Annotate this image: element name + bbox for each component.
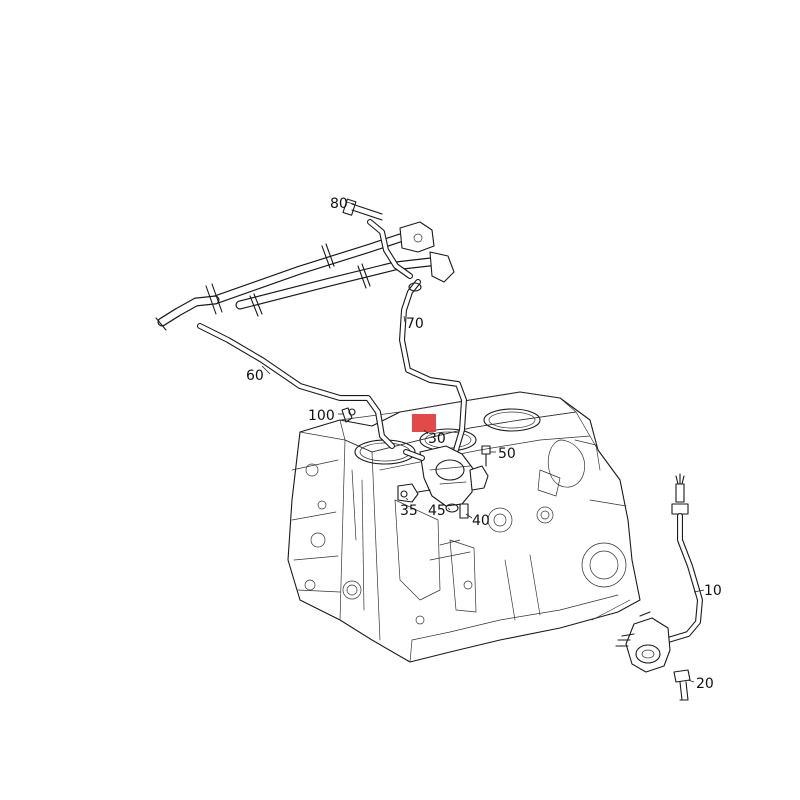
callout-80: 80 [330, 196, 348, 212]
callout-45: 45 [428, 503, 446, 519]
callout-50: 50 [498, 446, 516, 462]
callout-70: 70 [406, 316, 424, 332]
callout-60: 60 [246, 368, 264, 384]
part-30-thermostat-housing [403, 414, 489, 507]
callout-100: 100 [308, 408, 335, 424]
callout-30: 30 [428, 431, 446, 447]
callout-10: 10 [704, 583, 722, 599]
highlight-marker [412, 414, 436, 432]
part-45-seal-ring [445, 503, 459, 513]
callout-40: 40 [472, 513, 490, 529]
part-70-coolant-hose [399, 279, 467, 453]
engine-block [287, 391, 641, 663]
callout-35: 35 [400, 503, 418, 519]
part-60-bypass-hose [197, 323, 395, 449]
part-35-temperature-sensor [397, 483, 431, 503]
callout-labels: 80 70 60 100 30 50 35 45 40 10 20 [246, 196, 722, 692]
part-50-bolt [481, 445, 491, 467]
part-80-upper-coolant-pipe [155, 198, 455, 331]
part-20-bolt [673, 669, 691, 701]
callout-20: 20 [696, 676, 714, 692]
part-10-pipe-line [615, 473, 703, 673]
part-40-fitting [459, 503, 469, 519]
cylinder-bore-3 [483, 408, 541, 432]
part-100-hose-clip [341, 407, 356, 423]
leader-lines [261, 201, 705, 683]
